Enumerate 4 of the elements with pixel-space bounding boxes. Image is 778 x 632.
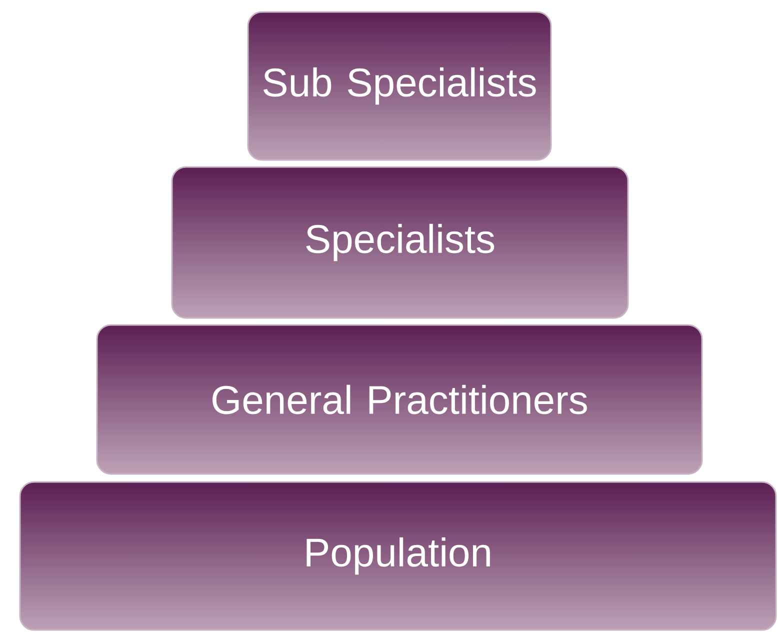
tier-box: Sub Specialists	[247, 11, 552, 161]
tier-box: General Practitioners	[96, 324, 703, 475]
tier-box: Specialists	[171, 166, 629, 319]
tier-box: Population	[19, 481, 777, 631]
